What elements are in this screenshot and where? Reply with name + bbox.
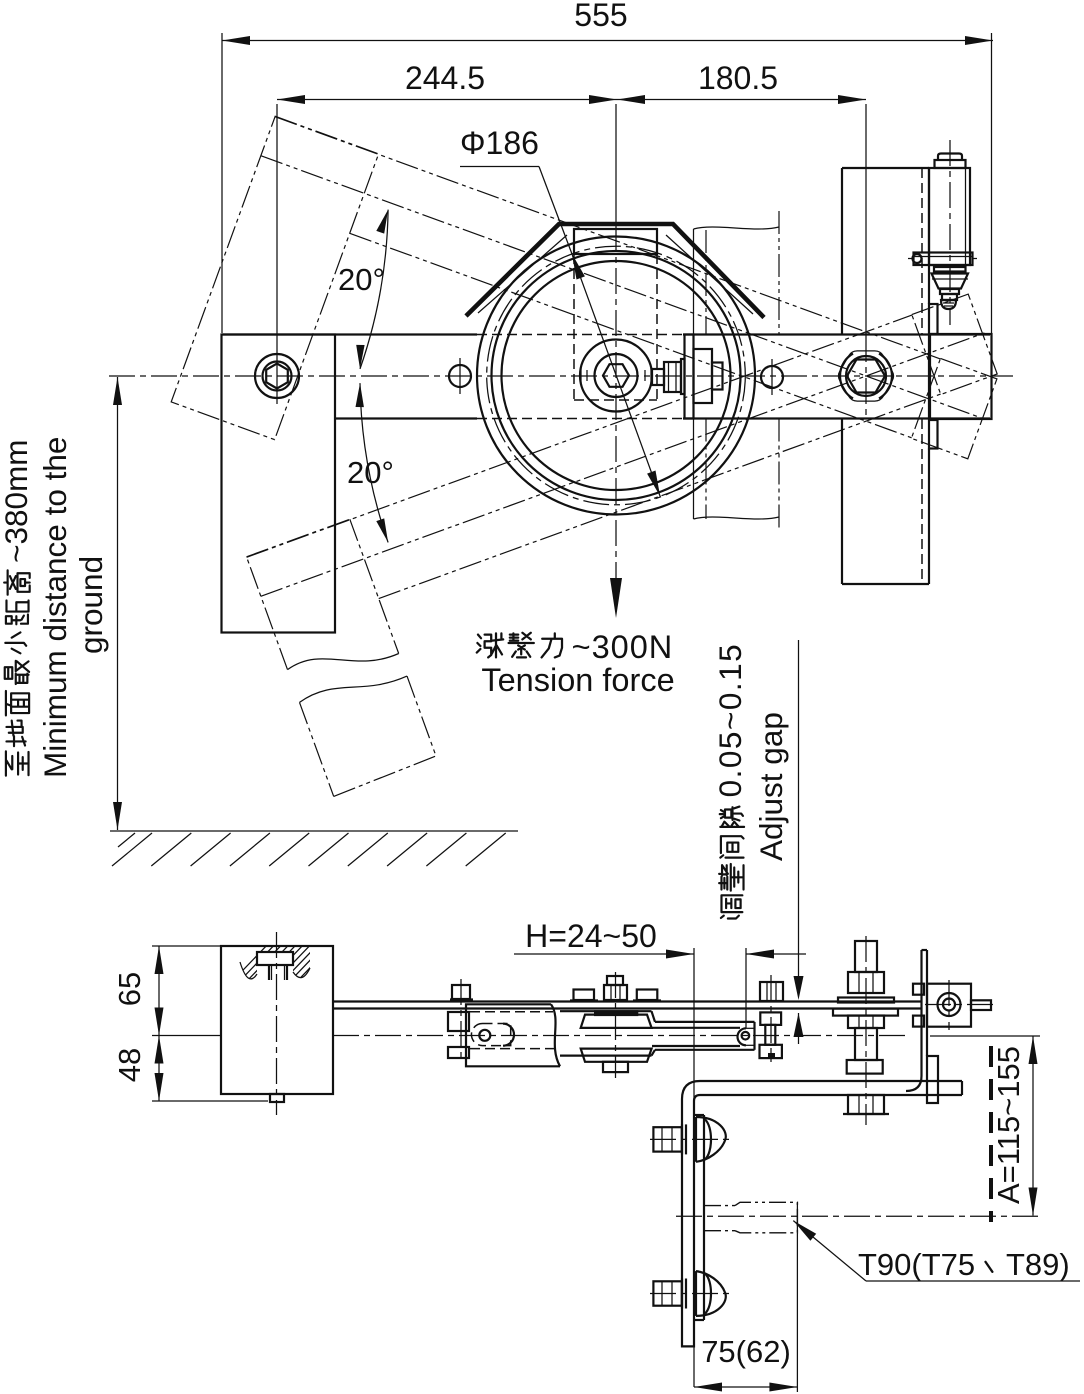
svg-text:Minimum distance to the: Minimum distance to the bbox=[37, 437, 73, 778]
svg-text:555: 555 bbox=[574, 0, 627, 33]
svg-text:75(62): 75(62) bbox=[701, 1334, 791, 1369]
svg-text:A=115~155: A=115~155 bbox=[991, 1046, 1026, 1204]
svg-text:T89): T89) bbox=[1006, 1247, 1070, 1282]
svg-text:Tension force: Tension force bbox=[481, 662, 674, 698]
svg-text:~300N: ~300N bbox=[572, 629, 674, 665]
svg-text:180.5: 180.5 bbox=[698, 60, 778, 96]
svg-text:T90(T75: T90(T75 bbox=[858, 1247, 975, 1282]
svg-text:48: 48 bbox=[112, 1048, 147, 1082]
svg-text:20°: 20° bbox=[338, 262, 385, 297]
svg-text:244.5: 244.5 bbox=[405, 60, 485, 96]
svg-text:Adjust gap: Adjust gap bbox=[753, 712, 789, 861]
svg-text:Φ186: Φ186 bbox=[460, 125, 539, 161]
svg-text:H=24~50: H=24~50 bbox=[525, 918, 657, 954]
svg-text:ground: ground bbox=[73, 556, 109, 654]
svg-text:20°: 20° bbox=[347, 455, 394, 490]
svg-text:0.05~0.15: 0.05~0.15 bbox=[712, 643, 748, 798]
svg-text:~380mm: ~380mm bbox=[0, 439, 34, 562]
svg-text:65: 65 bbox=[112, 972, 147, 1006]
